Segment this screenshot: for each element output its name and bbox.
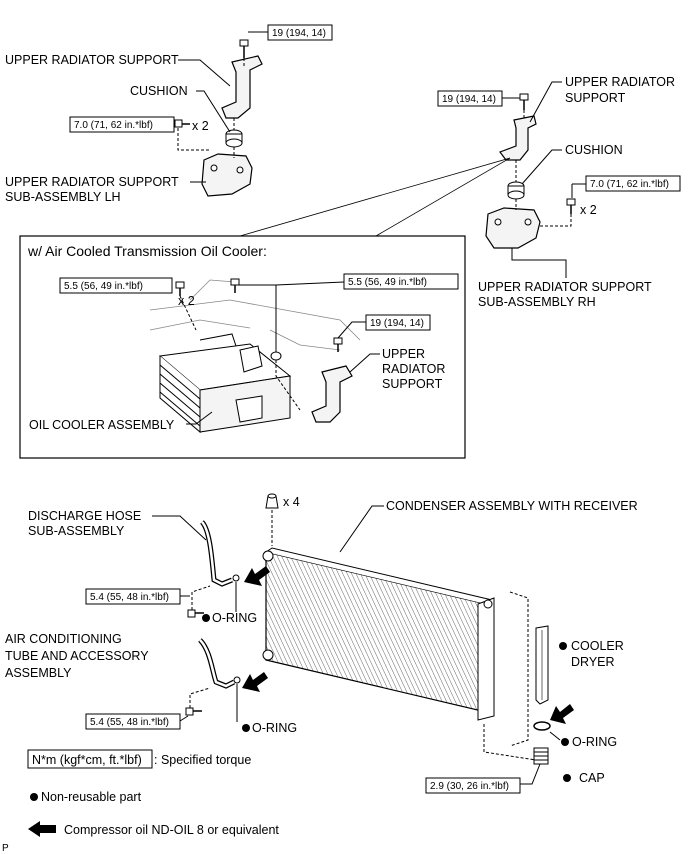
torque-box-inset-c: 19 (194, 14)	[365, 314, 431, 331]
rh-support-group: 19 (194, 14) UPPER RADIATOR SUPPORT CUSH…	[239, 75, 681, 309]
inset-cushion	[270, 351, 282, 361]
label-inset-support-line3: SUPPORT	[382, 377, 443, 391]
corner-mark: P	[2, 843, 9, 854]
filled-circle-icon	[30, 793, 38, 801]
legend-torque-box: N*m (kgf*cm, ft.*lbf)	[32, 753, 142, 767]
torque-inset-c: 19 (194, 14)	[370, 318, 424, 329]
cushion-lh	[225, 129, 243, 148]
torque-box-rh-top: 19 (194, 14)	[437, 90, 503, 107]
label-upper-radiator-support-rh-line1: UPPER RADIATOR	[565, 75, 675, 89]
non-reusable-mark-1	[202, 614, 210, 622]
torque-inset-a: 5.5 (56, 49 in.*lbf)	[64, 281, 143, 292]
hose-bolt	[187, 609, 204, 618]
torque-box-tube: 5.4 (55, 48 in.*lbf)	[85, 713, 181, 730]
lh-top-bolt	[239, 39, 249, 58]
label-sub-rh-line1: UPPER RADIATOR SUPPORT	[478, 280, 652, 294]
torque-box-cap: 2.9 (30, 26 in.*lbf)	[425, 777, 521, 794]
non-reusable-mark-3	[559, 642, 567, 650]
label-upper-radiator-support-lh: UPPER RADIATOR SUPPORT	[5, 53, 179, 67]
torque-box-hose: 5.4 (55, 48 in.*lbf)	[85, 588, 181, 605]
label-cushion-lh: CUSHION	[130, 84, 188, 98]
tube-bolt	[185, 707, 202, 716]
torque-box-rh-side: 7.0 (71, 62 in.*lbf)	[585, 175, 681, 192]
ac-tube-o-ring	[233, 676, 241, 684]
non-reusable-mark-4	[561, 738, 569, 746]
torque-rh-top: 19 (194, 14)	[442, 94, 496, 105]
condenser-group: x 4 CONDENSER ASSEMBLY WITH RECEIVER DIS…	[5, 493, 638, 794]
torque-lh-top: 19 (194, 14)	[272, 28, 326, 39]
inset-title: w/ Air Cooled Transmission Oil Cooler:	[27, 243, 267, 259]
label-discharge-line1: DISCHARGE HOSE	[28, 509, 141, 523]
oil-arrow-lower-icon	[242, 672, 268, 692]
torque-box-inset-b: 5.5 (56, 49 in.*lbf)	[343, 273, 459, 290]
legend-oil: Compressor oil ND-OIL 8 or equivalent	[28, 821, 279, 837]
legend-oil-text: Compressor oil ND-OIL 8 or equivalent	[64, 823, 279, 837]
discharge-o-ring	[232, 574, 240, 582]
torque-cap: 2.9 (30, 26 in.*lbf)	[430, 781, 509, 792]
dryer-cap	[533, 747, 549, 765]
legend-torque: N*m (kgf*cm, ft.*lbf) : Specified torque	[27, 749, 251, 769]
legend-non-reusable-text: Non-reusable part	[41, 790, 142, 804]
oil-arrow-dryer-icon	[550, 704, 574, 724]
cushion-rh	[507, 181, 525, 200]
label-sub-rh-line2: SUB-ASSEMBLY RH	[478, 295, 596, 309]
label-o-ring-3: O-RING	[572, 735, 617, 749]
label-upper-radiator-support-rh-line2: SUPPORT	[565, 91, 626, 105]
inset-body-structure	[149, 279, 361, 351]
label-sub-lh-line2: SUB-ASSEMBLY LH	[5, 190, 121, 204]
label-cap: CAP	[579, 771, 605, 785]
label-o-ring-2: O-RING	[252, 721, 297, 735]
label-discharge-line2: SUB-ASSEMBLY	[28, 524, 125, 538]
condenser-mount-cushion	[265, 493, 279, 509]
inset-upper-radiator-support	[311, 365, 353, 423]
torque-inset-b: 5.5 (56, 49 in.*lbf)	[348, 277, 427, 288]
torque-box-lh-top: 19 (194, 14)	[267, 24, 333, 41]
torque-lh-side: 7.0 (71, 62 in.*lbf)	[74, 120, 153, 131]
torque-hose: 5.4 (55, 48 in.*lbf)	[90, 592, 169, 603]
inset-air-cooled-oil-cooler: w/ Air Cooled Transmission Oil Cooler: U…	[19, 235, 466, 459]
non-reusable-mark-5	[563, 774, 571, 782]
rh-top-bolt	[519, 93, 529, 110]
legend-torque-desc: : Specified torque	[154, 753, 251, 767]
oil-arrow-upper-icon	[244, 566, 270, 586]
label-inset-support-line2: RADIATOR	[382, 362, 445, 376]
torque-box-lh-side: 7.0 (71, 62 in.*lbf)	[69, 116, 175, 133]
upper-radiator-support-sub-lh	[201, 153, 253, 197]
label-oil-cooler-assembly: OIL COOLER ASSEMBLY	[29, 418, 175, 432]
non-reusable-mark-2	[242, 724, 250, 732]
label-sub-lh-line1: UPPER RADIATOR SUPPORT	[5, 175, 179, 189]
lh-support-group: 19 (194, 14) 7.0 (71, 62 in.*lbf) x 2 U	[5, 24, 333, 204]
torque-tube: 5.4 (55, 48 in.*lbf)	[90, 717, 169, 728]
upper-radiator-support-lh	[221, 55, 263, 119]
rh-side-bolt	[566, 198, 576, 214]
label-condenser: CONDENSER ASSEMBLY WITH RECEIVER	[386, 499, 638, 513]
torque-box-inset-a: 5.5 (56, 49 in.*lbf)	[59, 277, 173, 294]
label-o-ring-1: O-RING	[212, 611, 257, 625]
qty-rh-side: x 2	[580, 203, 597, 217]
left-arrow-icon	[28, 821, 56, 837]
label-inset-support-line1: UPPER	[382, 347, 425, 361]
qty-lh-side: x 2	[192, 119, 209, 133]
label-ac-tube-line3: ASSEMBLY	[5, 666, 72, 680]
qty-inset: x 2	[178, 294, 195, 308]
lh-side-bolt	[174, 119, 190, 128]
label-ac-tube-line1: AIR CONDITIONING	[5, 632, 122, 646]
oil-cooler-assembly	[158, 333, 292, 434]
torque-rh-side: 7.0 (71, 62 in.*lbf)	[590, 179, 669, 190]
upper-radiator-support-sub-rh	[485, 207, 541, 249]
qty-mount-cushion: x 4	[283, 495, 300, 509]
label-cooler-dryer-line1: COOLER	[571, 639, 624, 653]
dryer-o-ring	[533, 721, 551, 731]
legend-non-reusable: Non-reusable part	[30, 790, 142, 804]
label-ac-tube-line2: TUBE AND ACCESSORY	[5, 649, 149, 663]
label-cooler-dryer-line2: DRYER	[571, 655, 615, 669]
legend: N*m (kgf*cm, ft.*lbf) : Specified torque…	[2, 749, 279, 854]
condenser-receiver-tank	[477, 597, 495, 721]
label-cushion-rh: CUSHION	[565, 143, 623, 157]
inset-bolt-a	[175, 281, 185, 296]
upper-radiator-support-rh	[499, 115, 537, 161]
